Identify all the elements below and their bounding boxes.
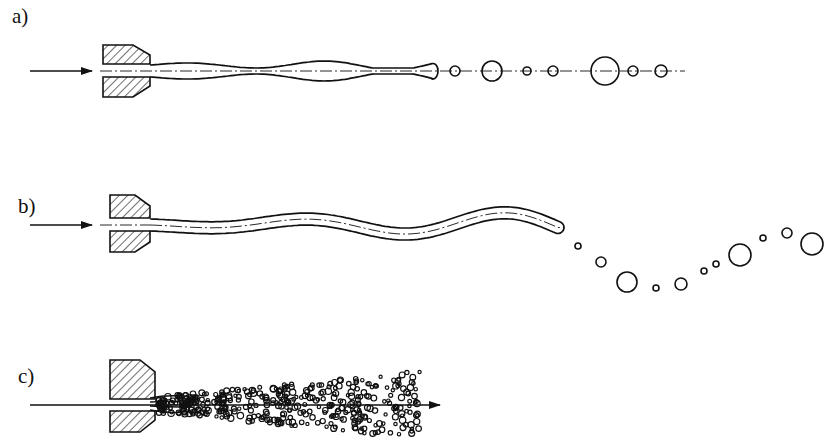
nozzle-c [110,360,155,432]
panel-label: c) [18,366,34,387]
varicose-jet [150,61,438,81]
flow-arrow [30,224,92,226]
panel-label: a) [12,6,28,27]
nozzle-b [110,195,150,252]
sinuous-jet [150,207,564,240]
flow-arrow [30,404,440,405]
droplets [575,228,823,292]
flow-arrow [30,70,92,72]
droplets [450,57,667,85]
axis-line [100,71,685,72]
panel-label: b) [18,196,36,217]
spray-droplets [150,370,421,436]
